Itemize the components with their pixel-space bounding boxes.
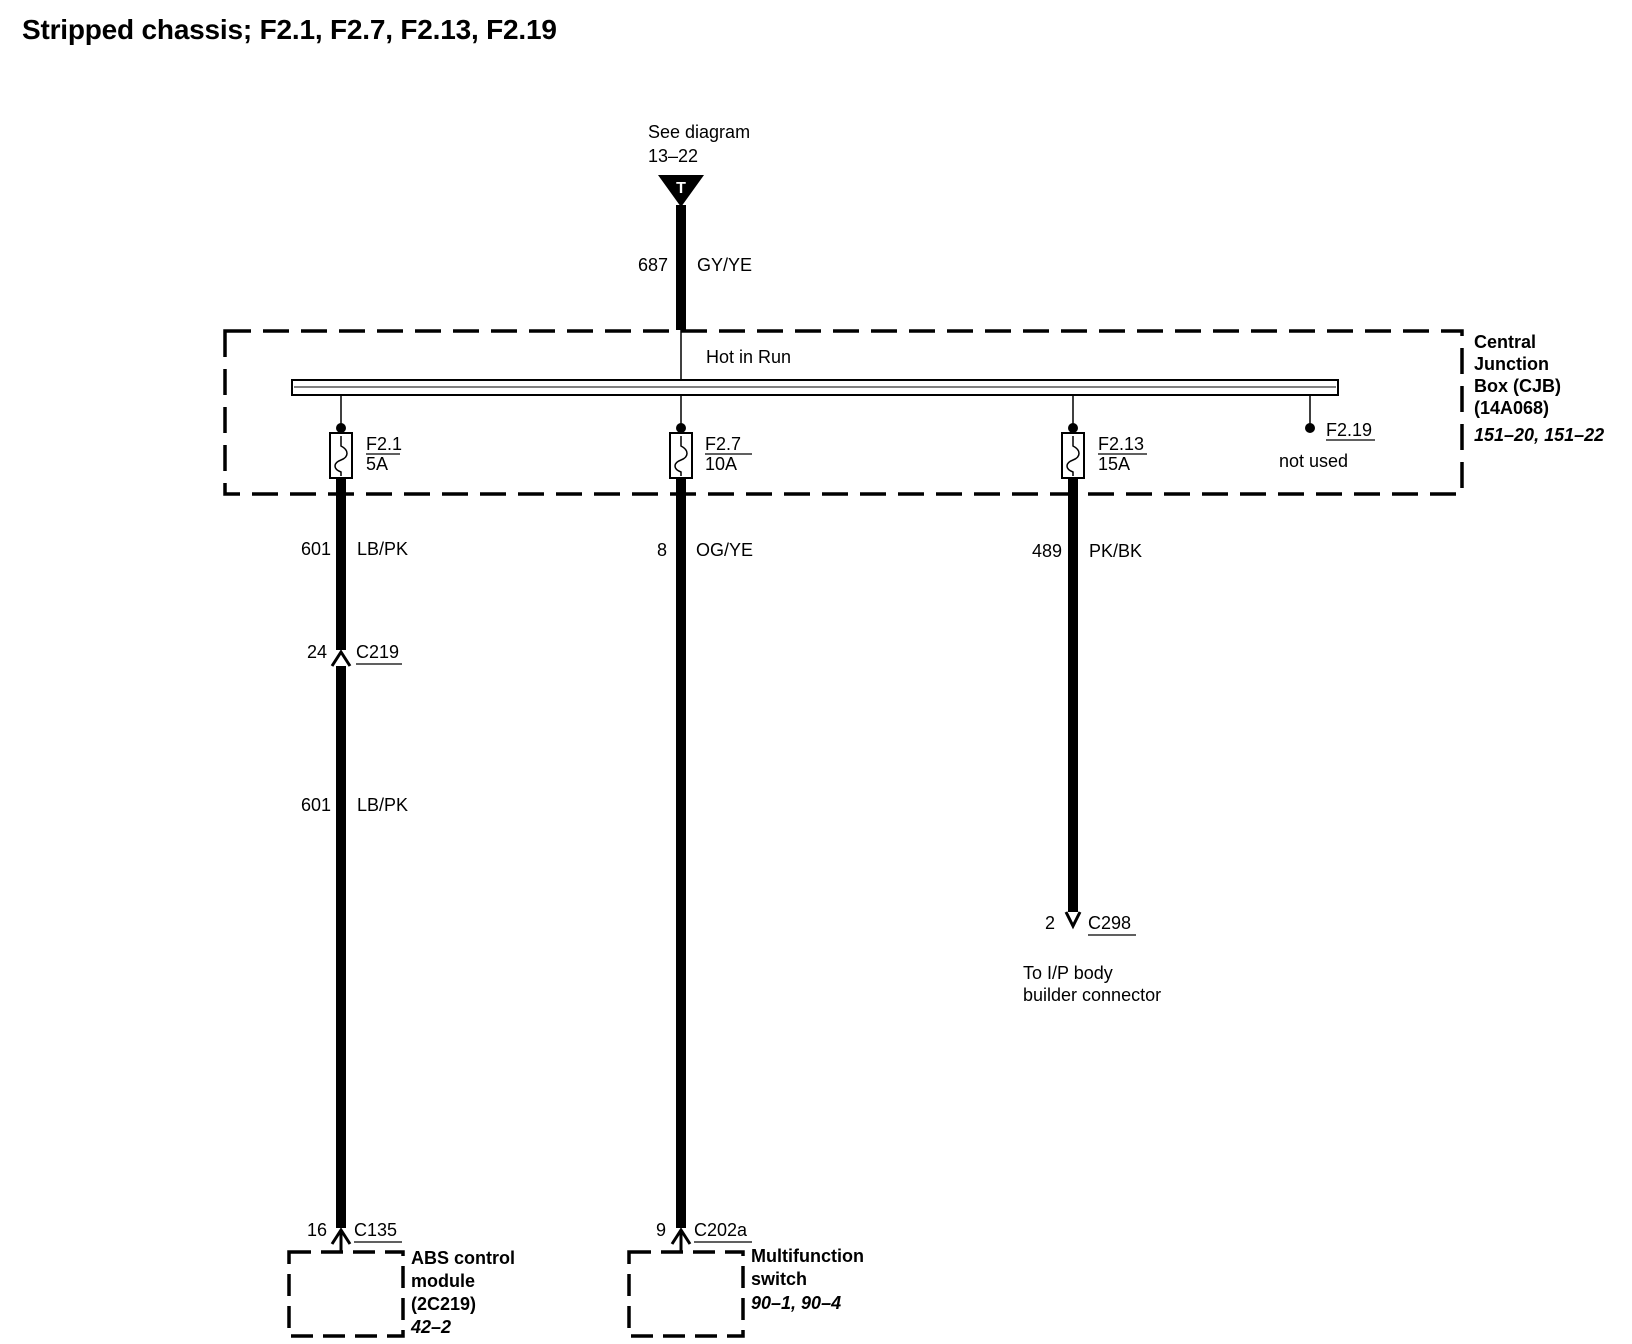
wire-489-color: PK/BK bbox=[1089, 541, 1142, 561]
fuse-f2-7-name: F2.7 bbox=[705, 434, 741, 454]
fuse-f2-1-name: F2.1 bbox=[366, 434, 402, 454]
fuse-f2-13-splice bbox=[1068, 423, 1078, 433]
connector-c219-icon[interactable] bbox=[330, 649, 352, 667]
wire-8-color: OG/YE bbox=[696, 540, 753, 560]
abs-module-ref[interactable]: 42–2 bbox=[410, 1317, 451, 1337]
abs-module-line1: ABS control bbox=[411, 1248, 515, 1268]
fuse-f2-19-terminal bbox=[1305, 423, 1315, 433]
source-ref-line1[interactable]: See diagram bbox=[648, 122, 750, 142]
fuse-f2-7-element bbox=[674, 436, 688, 476]
abs-module-line2: module bbox=[411, 1271, 475, 1291]
fuse-f2-19-note: not used bbox=[1279, 451, 1348, 471]
cjb-name-line4: (14A068) bbox=[1474, 398, 1549, 418]
connector-c135-label: C135 bbox=[354, 1220, 397, 1240]
wire-601-lower-circuit: 601 bbox=[301, 795, 331, 815]
abs-module-box[interactable] bbox=[287, 1250, 405, 1338]
page-title: Stripped chassis; F2.1, F2.7, F2.13, F2.… bbox=[22, 14, 557, 45]
connector-c202a-label: C202a bbox=[694, 1220, 748, 1240]
connector-c219-pin: 24 bbox=[307, 642, 327, 662]
source-ref-line2[interactable]: 13–22 bbox=[648, 146, 698, 166]
wire-601-upper-color: LB/PK bbox=[357, 539, 408, 559]
cjb-name-line1: Central bbox=[1474, 332, 1536, 352]
wire-601-lower-color: LB/PK bbox=[357, 795, 408, 815]
connector-c298-pin: 2 bbox=[1045, 913, 1055, 933]
wire-8-circuit: 8 bbox=[657, 540, 667, 560]
fuse-f2-7-splice bbox=[676, 423, 686, 433]
ip-destination-line1: To I/P body bbox=[1023, 963, 1113, 983]
connector-c202a-pin: 9 bbox=[656, 1220, 666, 1240]
cjb-ref[interactable]: 151–20, 151–22 bbox=[1474, 425, 1604, 445]
ip-destination-line2: builder connector bbox=[1023, 985, 1161, 1005]
fuse-f2-13-rating: 15A bbox=[1098, 454, 1130, 474]
wire-687-color: GY/YE bbox=[697, 255, 752, 275]
fuse-f2-19-name: F2.19 bbox=[1326, 420, 1372, 440]
multifunction-switch-line2: switch bbox=[751, 1269, 807, 1289]
source-triangle-icon[interactable] bbox=[658, 175, 704, 207]
fuse-f2-13-name: F2.13 bbox=[1098, 434, 1144, 454]
wire-489-circuit: 489 bbox=[1032, 541, 1062, 561]
fuse-f2-1-element bbox=[334, 436, 348, 476]
fuse-f2-1-splice bbox=[336, 423, 346, 433]
abs-module-line3: (2C219) bbox=[411, 1294, 476, 1314]
connector-c298-label: C298 bbox=[1088, 913, 1131, 933]
wire-687-circuit: 687 bbox=[638, 255, 668, 275]
source-marker-label: T bbox=[676, 180, 686, 197]
fuse-f2-7-rating: 10A bbox=[705, 454, 737, 474]
connector-c135-pin: 16 bbox=[307, 1220, 327, 1240]
cjb-box[interactable] bbox=[223, 329, 1464, 496]
cjb-name-line2: Junction bbox=[1474, 354, 1549, 374]
fuse-f2-13-element bbox=[1066, 436, 1080, 476]
connector-c219-label: C219 bbox=[356, 642, 399, 662]
bus-label: Hot in Run bbox=[706, 347, 791, 367]
multifunction-switch-line1: Multifunction bbox=[751, 1246, 864, 1266]
fuse-f2-1-rating: 5A bbox=[366, 454, 388, 474]
connector-c298-icon[interactable] bbox=[1064, 911, 1082, 930]
cjb-name-line3: Box (CJB) bbox=[1474, 376, 1561, 396]
multifunction-switch-box[interactable] bbox=[627, 1250, 745, 1338]
wire-601-upper-circuit: 601 bbox=[301, 539, 331, 559]
multifunction-switch-ref[interactable]: 90–1, 90–4 bbox=[751, 1293, 841, 1313]
